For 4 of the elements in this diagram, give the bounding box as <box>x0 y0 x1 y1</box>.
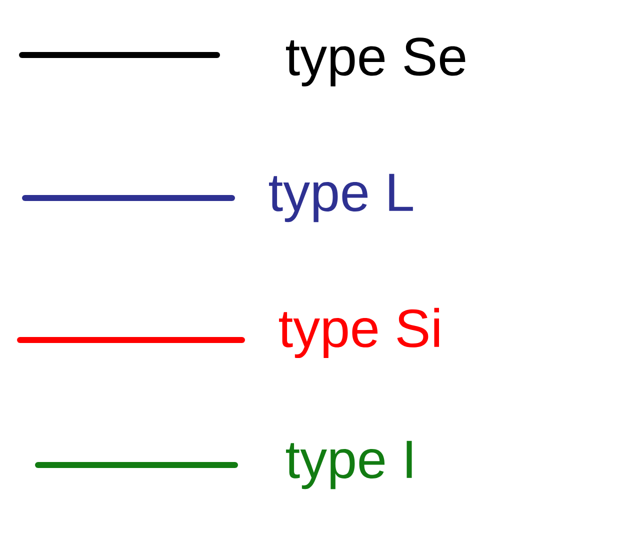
legend-text: type Se <box>286 38 466 86</box>
legend-text: type L <box>269 174 413 222</box>
legend-text: type Si <box>279 308 439 358</box>
legend-text: type I <box>286 440 412 490</box>
